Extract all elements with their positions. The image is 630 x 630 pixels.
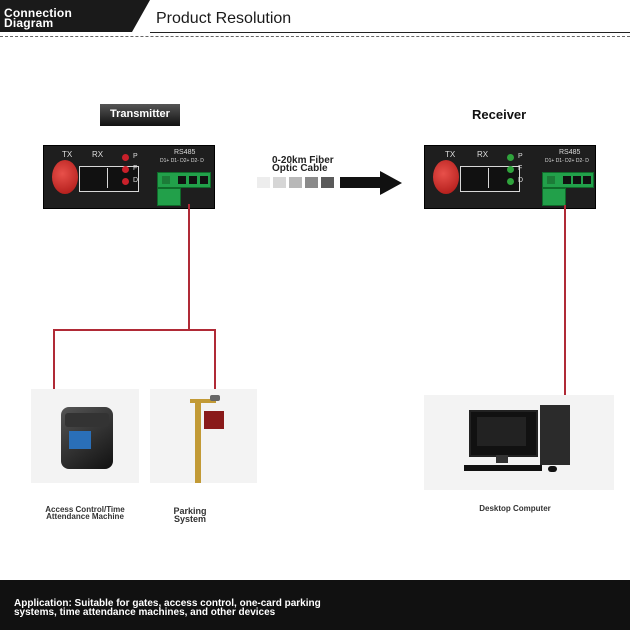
terminal-screw xyxy=(573,176,581,184)
header-title-line1: Connection xyxy=(4,6,72,20)
fiber-signal-square xyxy=(321,177,334,188)
receiver-pin-labels: D1+ D1- D2+ D2- D xyxy=(545,158,589,164)
transmitter-rx-label: RX xyxy=(92,150,104,159)
transmitter-led-f xyxy=(122,166,129,173)
header-title: Connection Diagram xyxy=(4,6,72,30)
transmitter-pin-labels: D1+ D1- D2+ D2- D xyxy=(160,158,204,164)
header-underline xyxy=(150,32,630,33)
receiver-rs485-label: RS485 xyxy=(559,149,581,156)
desktop-caption: Desktop Computer xyxy=(479,504,551,513)
transmitter-led-d xyxy=(122,178,129,185)
fiber-label-line1: 0-20km Fiber xyxy=(272,155,334,166)
pc-tower-icon xyxy=(540,405,570,465)
parking-arm-icon xyxy=(190,399,216,403)
monitor-screen xyxy=(477,417,526,446)
mouse-icon xyxy=(548,466,557,472)
parking-camera-icon xyxy=(210,395,220,401)
connection-line-vertical xyxy=(188,204,190,330)
footer-line1: Application: Suitable for gates, access … xyxy=(14,598,321,609)
fiber-signal-square xyxy=(289,177,302,188)
transmitter-terminal-plug xyxy=(157,188,181,206)
access-control-caption-line1: Access Control/Time xyxy=(45,505,125,514)
receiver-terminal-block xyxy=(542,172,594,188)
keyboard-icon xyxy=(464,465,542,471)
fiber-label: 0-20km Fiber Optic Cable xyxy=(272,155,334,174)
receiver-led-p xyxy=(507,154,514,161)
terminal-screw xyxy=(563,176,571,184)
receiver-led-d xyxy=(507,178,514,185)
transmitter-led-p xyxy=(122,154,129,161)
transmitter-led-d-label: D xyxy=(133,177,139,184)
parking-pole-icon xyxy=(195,399,201,483)
connection-line-to-parking xyxy=(214,329,216,389)
access-control-caption: Access Control/Time Attendance Machine xyxy=(30,505,140,521)
transmitter-device: TX RX P F D RS485 D1+ D1- D2+ D2- D xyxy=(43,145,215,209)
receiver-rx-label: RX xyxy=(477,150,489,159)
transmitter-port-divider xyxy=(107,168,108,188)
parking-caption-line1: Parking xyxy=(173,506,207,516)
access-control-image xyxy=(31,389,139,483)
terminal-screw xyxy=(178,176,186,184)
fiber-label-line2: Optic Cable xyxy=(272,163,328,174)
desktop-computer-image xyxy=(424,395,614,490)
fiber-signal-square xyxy=(273,177,286,188)
transmitter-fiber-connector-icon xyxy=(52,160,78,194)
connection-line-to-desktop xyxy=(564,205,566,395)
transmitter-led-f-label: F xyxy=(133,165,138,172)
transmitter-rs485-label: RS485 xyxy=(174,149,196,156)
terminal-screw xyxy=(583,176,591,184)
receiver-device: TX RX P F D RS485 D1+ D1- D2+ D2- D xyxy=(424,145,596,209)
header-subtitle: Product Resolution xyxy=(156,10,292,27)
fiber-arrow-icon xyxy=(380,171,402,195)
terminal-screw xyxy=(547,176,555,184)
receiver-fiber-connector-icon xyxy=(433,160,459,194)
access-control-screen xyxy=(69,431,91,449)
parking-display-icon xyxy=(204,411,224,429)
receiver-led-f xyxy=(507,166,514,173)
fiber-signal-square xyxy=(305,177,318,188)
transmitter-led-p-label: P xyxy=(133,153,138,160)
transmitter-fiber-port xyxy=(79,166,139,192)
fiber-arrow-shaft xyxy=(340,177,380,188)
transmitter-terminal-block xyxy=(157,172,211,188)
parking-system-image xyxy=(150,389,257,483)
connection-line-horizontal xyxy=(53,329,215,331)
terminal-screw xyxy=(189,176,197,184)
receiver-led-f-label: F xyxy=(518,165,523,172)
receiver-terminal-plug xyxy=(542,188,566,206)
footer-line2: systems, time attendance machines, and o… xyxy=(14,607,276,618)
parking-caption: Parking System xyxy=(160,506,220,524)
terminal-screw xyxy=(200,176,208,184)
receiver-port-divider xyxy=(488,168,489,188)
receiver-tx-label: TX xyxy=(445,150,456,159)
receiver-label: Receiver xyxy=(472,107,527,122)
parking-caption-line2: System xyxy=(173,514,207,524)
connection-line-to-access xyxy=(53,329,55,389)
receiver-led-p-label: P xyxy=(518,153,523,160)
receiver-led-d-label: D xyxy=(518,177,524,184)
footer-bar xyxy=(0,580,630,630)
access-control-caption-line2: Attendance Machine xyxy=(46,512,124,521)
monitor-stand xyxy=(496,455,508,463)
footer-text: Application: Suitable for gates, access … xyxy=(14,598,321,618)
transmitter-label: Transmitter xyxy=(100,104,180,126)
header-title-line2: Diagram xyxy=(4,16,54,30)
fiber-signal-square xyxy=(257,177,270,188)
header-title-bar xyxy=(0,0,150,32)
access-control-sensor xyxy=(65,413,109,427)
terminal-screw xyxy=(162,176,170,184)
transmitter-tx-label: TX xyxy=(62,150,73,159)
header-dashed-line xyxy=(0,36,630,37)
